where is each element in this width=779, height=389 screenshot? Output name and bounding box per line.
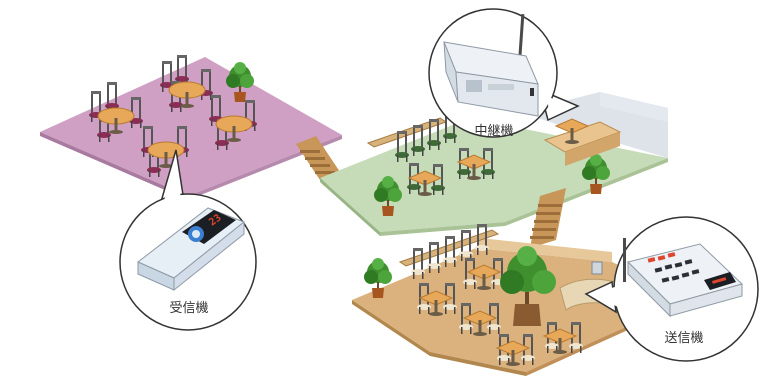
- repeater-device: [443, 14, 539, 117]
- repeater-label: 中継機: [474, 124, 514, 139]
- receiver-callout: 23: [119, 149, 257, 331]
- large-tree: [500, 246, 556, 326]
- transmitter-callout: [584, 216, 759, 362]
- transmitter-label: 送信機: [664, 331, 704, 346]
- receiver-label: 受信機: [169, 301, 209, 316]
- top-floor: [40, 57, 342, 200]
- transmitter-device: [623, 238, 743, 318]
- bottom-floor-furniture: [364, 224, 631, 367]
- middle-floor-furniture: [366, 112, 622, 216]
- receiver-device: 23: [137, 207, 245, 292]
- repeater-callout: [428, 8, 580, 138]
- stairs-lower: [530, 188, 566, 248]
